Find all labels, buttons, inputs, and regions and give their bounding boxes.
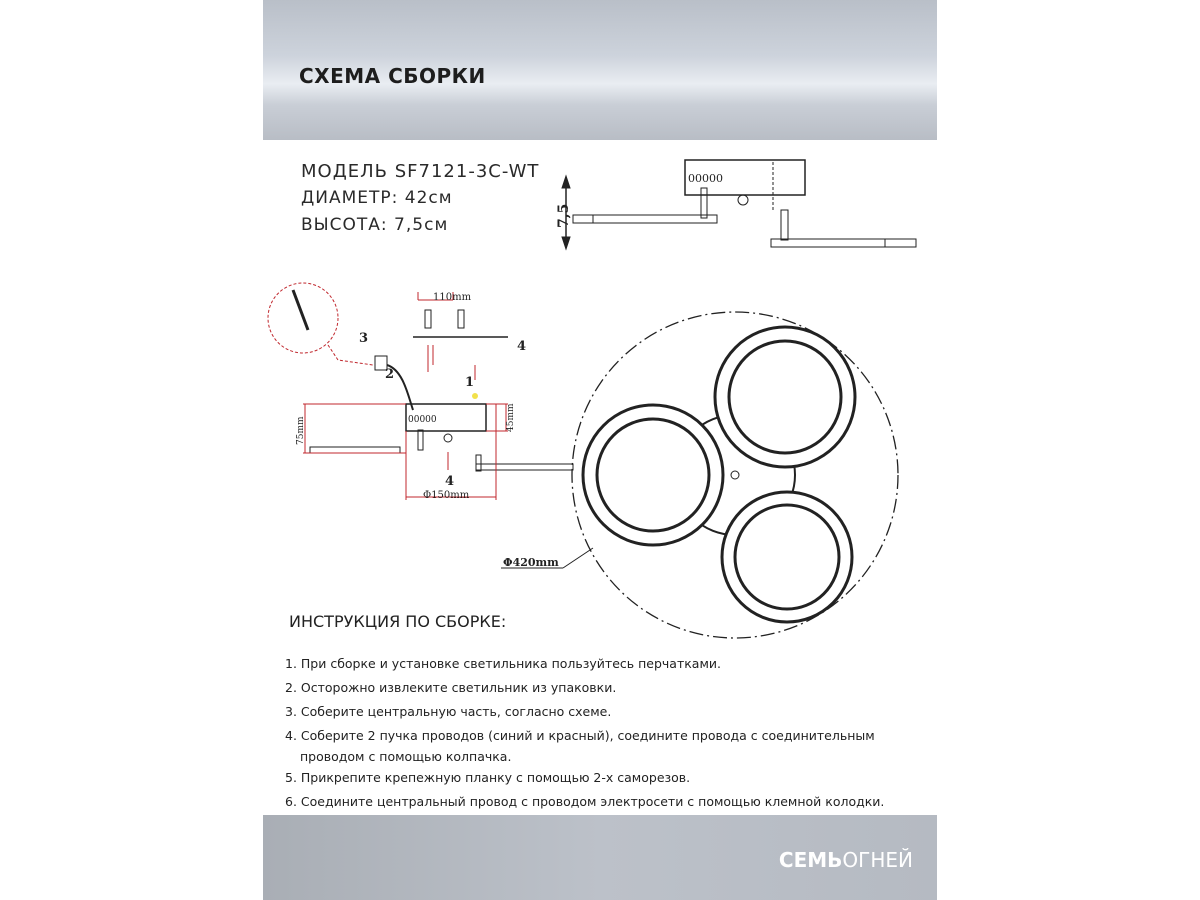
instruction-step: 5. Прикрепите крепежную планку с помощью… [285,770,691,785]
terminal-block-side-label: 00000 [408,415,437,425]
instruction-step: 4. Соберите 2 пучка проводов (синий и кр… [285,724,884,766]
instruction-step: 1. При сборке и установке светильника по… [285,656,721,671]
top-view: Φ420mm [501,311,899,639]
step-1-marker: 1 [465,375,474,390]
dimension-110: 110mm [433,292,472,303]
step-4-bottom-marker: 4 [445,474,454,489]
dimension-420: Φ420mm [503,556,559,569]
brand-logo: СЕМЬОГНЕЙ [779,848,913,872]
brand-bold: СЕМЬ [778,848,843,872]
dimension-75: 75mm [296,416,306,445]
mount-exploded-view: 110mm 3 4 2 1 00000 [267,282,574,501]
height-label: ВЫСОТА: 7,5см [301,215,449,235]
instruction-step-text: 4. Соберите 2 пучка проводов (синий и кр… [285,728,875,743]
step-3-marker: 3 [359,331,368,346]
instruction-step: 6. Соедините центральный провод с провод… [285,794,885,809]
instructions-list: 1. При сборке и установке светильника по… [285,652,884,814]
assembly-sheet: СХЕМА СБОРКИ МОДЕЛЬ SF7121-3C-WT ДИАМЕТР… [263,0,937,900]
instruction-step: 3. Соберите центральную часть, согласно … [285,704,612,719]
header-band: СХЕМА СБОРКИ [263,0,937,140]
assembly-diagram: 7,5 00000 110mm 3 4 [267,159,917,639]
model-label: МОДЕЛЬ SF7121-3C-WT [301,161,540,182]
instructions-title: ИНСТРУКЦИЯ ПО СБОРКЕ: [289,612,507,631]
footer-band: СЕМЬОГНЕЙ [263,815,937,900]
terminal-block-label: 00000 [688,172,723,185]
page-title: СХЕМА СБОРКИ [299,64,486,88]
instruction-step-continued: проводом с помощью колпачка. [300,749,512,764]
step-4-marker: 4 [517,339,526,354]
specs: МОДЕЛЬ SF7121-3C-WT ДИАМЕТР: 42см ВЫСОТА… [301,158,539,239]
height-dimension: 7,5 [556,204,572,228]
diameter-label: ДИАМЕТР: 42см [301,188,453,208]
side-view: 7,5 00000 [556,159,917,251]
brand-light: ОГНЕЙ [842,848,913,872]
step-2-marker: 2 [385,367,394,382]
instruction-step: 2. Осторожно извлеките светильник из упа… [285,680,617,695]
dimension-45: 45mm [506,403,516,432]
dimension-150: Φ150mm [423,490,470,501]
